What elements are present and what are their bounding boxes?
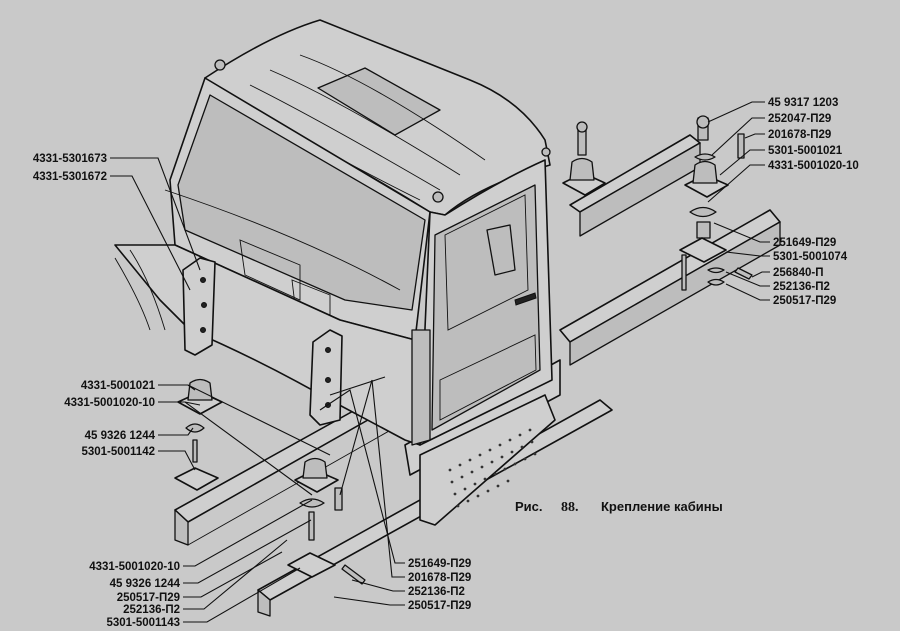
caption-title: Крепление кабины: [601, 499, 723, 514]
mount-right: [679, 115, 753, 291]
label-5301-5001021: 5301-5001021: [768, 145, 843, 157]
labels-mid-left: 4331-5001021 4331-5001020-10 45 9326 124…: [64, 380, 155, 458]
label-45-9317-1203: 45 9317 1203: [768, 97, 838, 109]
front-bracket-left: [182, 257, 216, 356]
label-250517-p29-left: 250517-П29: [117, 592, 180, 604]
label-252136-p2-center: 252136-П2: [408, 586, 465, 598]
label-4331-5301673: 4331-5301673: [33, 153, 107, 165]
label-201678-p29-right: 201678-П29: [768, 129, 831, 141]
label-5301-5001142: 5301-5001142: [81, 446, 155, 458]
label-4331-5001020-10-bottom: 4331-5001020-10: [89, 561, 180, 573]
label-256840-p: 256840-П: [773, 267, 823, 279]
cab-body: [114, 19, 556, 526]
label-5301-5001074: 5301-5001074: [773, 251, 848, 263]
labels-bottom-left: 4331-5001020-10 45 9326 1244 250517-П29 …: [89, 561, 180, 629]
label-45-9326-1244-bottom: 45 9326 1244: [110, 578, 181, 590]
labels-right-bottom: 251649-П29 5301-5001074 256840-П 252136-…: [773, 237, 848, 307]
mount-top-center: [562, 121, 606, 196]
label-5301-5001143: 5301-5001143: [106, 617, 180, 629]
label-250517-p29-right: 250517-П29: [773, 295, 836, 307]
label-4331-5001020-10-right: 4331-5001020-10: [768, 160, 859, 172]
label-252136-p2-right: 252136-П2: [773, 281, 830, 293]
labels-top-left: 4331-5301673 4331-5301672: [33, 153, 107, 183]
labels-bottom-center: 251649-П29 201678-П29 252136-П2 250517-П…: [408, 558, 471, 612]
step-holes: [448, 428, 537, 508]
label-4331-5001020-10: 4331-5001020-10: [64, 397, 155, 409]
leader-lines: [110, 101, 770, 623]
mount-bottom: [287, 457, 366, 585]
label-251649-p29-right: 251649-П29: [773, 237, 836, 249]
labels-right-top: 45 9317 1203 252047-П29 201678-П29 5301-…: [768, 97, 859, 172]
label-45-9326-1244: 45 9326 1244: [85, 430, 156, 442]
label-201678-p29-center: 201678-П29: [408, 572, 471, 584]
caption-prefix: Рис.: [515, 499, 543, 514]
label-250517-p29-center: 250517-П29: [408, 600, 471, 612]
label-252047-p29: 252047-П29: [768, 113, 831, 125]
mount-left: [174, 378, 223, 491]
label-251649-p29-center: 251649-П29: [408, 558, 471, 570]
label-252136-p2-left: 252136-П2: [123, 604, 180, 616]
label-4331-5001021: 4331-5001021: [81, 380, 156, 392]
label-4331-5301672: 4331-5301672: [33, 171, 107, 183]
front-bracket-right: [309, 329, 343, 426]
figure-caption: Рис. 88. Крепление кабины: [515, 499, 723, 515]
caption-number: 88.: [561, 500, 579, 515]
